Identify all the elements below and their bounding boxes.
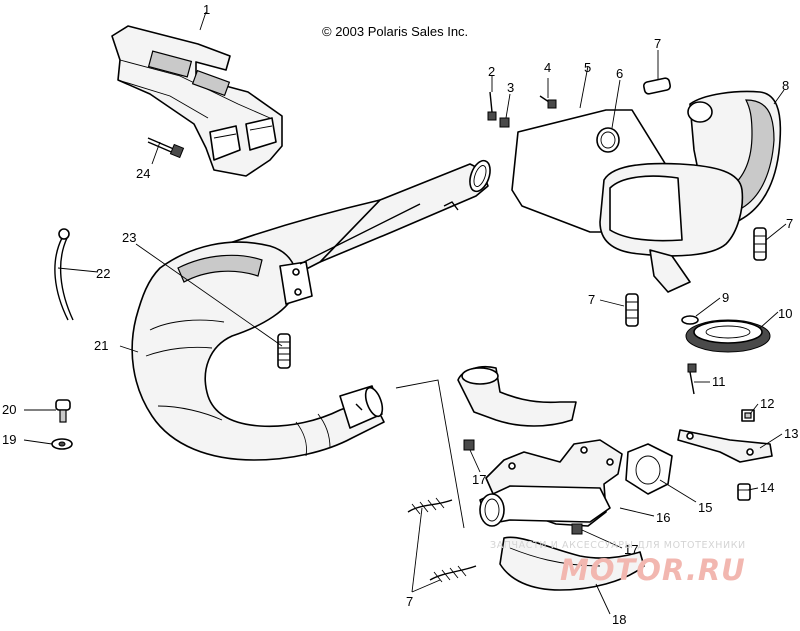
part-7-spring-bottom-2 <box>429 565 477 583</box>
callout-15: 15 <box>698 500 712 515</box>
part-22-strap <box>54 228 74 321</box>
callout-8: 8 <box>782 78 789 93</box>
callout-19: 19 <box>2 432 16 447</box>
callout-7-top: 7 <box>654 36 661 51</box>
callout-16: 16 <box>656 510 670 525</box>
callout-4: 4 <box>544 60 551 75</box>
divider-line <box>395 379 465 529</box>
part-18-heat-shield <box>499 536 645 591</box>
callout-7-bottom: 7 <box>406 594 413 609</box>
part-15-gasket <box>625 443 673 495</box>
callout-9: 9 <box>722 290 729 305</box>
part-20-plug <box>55 399 71 423</box>
part-3-nut <box>499 117 510 128</box>
callout-1: 1 <box>203 2 210 17</box>
watermark-tagline: ЗАПЧАСТИ И АКСЕССУАРЫ ДЛЯ МОТОТЕХНИКИ <box>490 540 746 551</box>
callout-14: 14 <box>760 480 774 495</box>
callout-20: 20 <box>2 402 16 417</box>
part-2-bolt <box>487 91 497 121</box>
copyright-notice: © 2003 Polaris Sales Inc. <box>322 24 469 39</box>
part-16-manifold <box>479 439 623 527</box>
callout-6: 6 <box>616 66 623 81</box>
part-9-washer <box>681 315 699 325</box>
part-7-spring-mid <box>625 293 639 327</box>
callout-12: 12 <box>760 396 774 411</box>
part-8-muffler <box>599 90 782 293</box>
callout-17-lower: 17 <box>624 542 638 557</box>
callout-23: 23 <box>122 230 136 245</box>
part-7-spring-right <box>753 227 767 261</box>
part-14-bolt <box>737 483 751 501</box>
callout-7-right: 7 <box>786 216 793 231</box>
part-21-expansion-chamber <box>131 159 491 461</box>
part-4-screw <box>539 95 557 109</box>
part-7-spring-top <box>642 77 672 95</box>
callout-13: 13 <box>784 426 798 441</box>
part-13-bracket <box>677 429 773 463</box>
callout-22: 22 <box>96 266 110 281</box>
part-17-stud-upper <box>463 439 475 451</box>
callout-17-upper: 17 <box>472 472 486 487</box>
callout-10: 10 <box>778 306 792 321</box>
callout-11: 11 <box>712 374 726 389</box>
part-11-stud <box>687 363 697 395</box>
part-12-nut <box>741 409 755 422</box>
callout-18: 18 <box>612 612 626 627</box>
callout-7-mid: 7 <box>588 292 595 307</box>
part-16-elbow-pipe <box>457 365 577 427</box>
callout-2: 2 <box>488 64 495 79</box>
part-23-spring <box>277 333 291 369</box>
callout-21: 21 <box>94 338 108 353</box>
part-7-spring-bottom-1 <box>407 497 453 515</box>
leader-lines <box>23 11 787 615</box>
part-10-rubber-gasket <box>685 319 771 353</box>
part-1-mounting-bracket <box>111 25 283 177</box>
callout-5: 5 <box>584 60 591 75</box>
watermark-brand: MOTOR.RU <box>560 553 746 587</box>
part-19-washer <box>51 438 73 450</box>
watermark: ЗАПЧАСТИ И АКСЕССУАРЫ ДЛЯ МОТОТЕХНИКИ MO… <box>490 540 746 587</box>
part-17-stud-lower <box>571 523 583 535</box>
callout-3: 3 <box>507 80 514 95</box>
callout-24: 24 <box>136 166 150 181</box>
part-6-grommet <box>596 127 620 153</box>
part-24-bolt <box>147 137 185 159</box>
